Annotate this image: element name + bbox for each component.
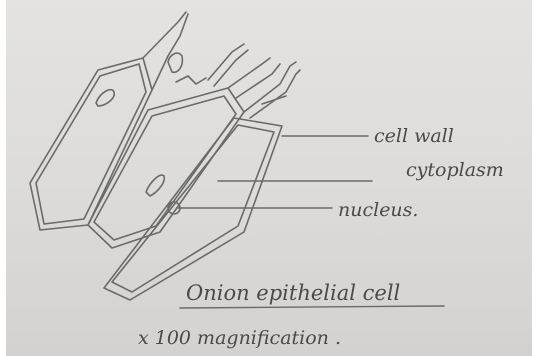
diagram-title: Onion epithelial cell [186,281,400,305]
middle-cell [88,88,244,248]
title-underline [180,306,444,308]
magnification-note: x 100 magnification . [138,327,341,349]
right-cell [104,118,282,300]
label-cytoplasm: cytoplasm [406,159,504,181]
left-cell [30,58,152,230]
top-cell-walls [143,12,300,118]
label-nucleus: nucleus. [338,199,418,221]
label-cell-wall: cell wall [374,125,454,147]
